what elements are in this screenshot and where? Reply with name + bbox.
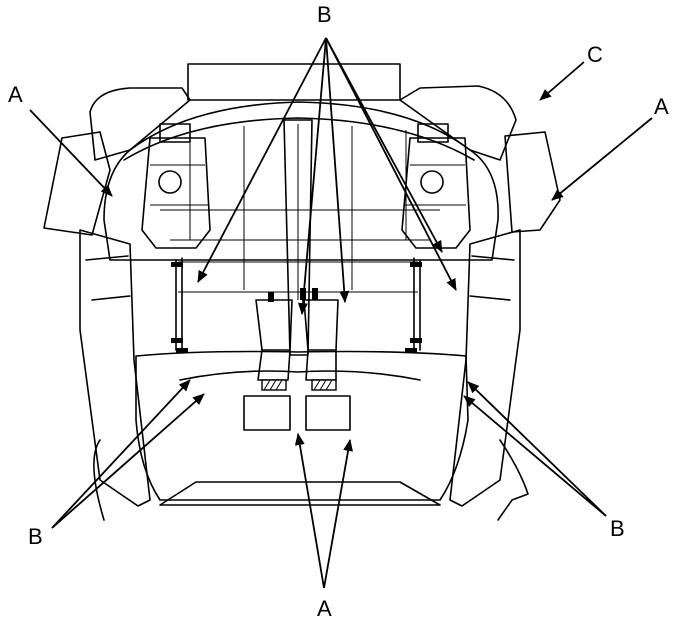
label-a-top-left: A xyxy=(8,82,23,107)
left-side-panel xyxy=(79,229,151,521)
seat-back-top xyxy=(187,63,401,101)
label-b-bottom-right: B xyxy=(610,516,625,541)
label-a-bottom: A xyxy=(317,596,332,621)
right-side-panel xyxy=(449,229,529,521)
left-buckle xyxy=(141,123,211,249)
label-b-bottom-left: B xyxy=(28,524,43,549)
label-a-top-right: A xyxy=(654,94,669,119)
right-buckle xyxy=(401,123,471,249)
right-side-pad xyxy=(399,85,561,233)
leader-arrows xyxy=(29,37,653,589)
label-b-top: B xyxy=(317,2,332,27)
label-c-top-right: C xyxy=(587,42,603,67)
seat-cushion xyxy=(135,350,469,506)
left-side-pad xyxy=(43,87,191,236)
seat-frame xyxy=(103,101,499,353)
center-harness xyxy=(255,119,339,391)
